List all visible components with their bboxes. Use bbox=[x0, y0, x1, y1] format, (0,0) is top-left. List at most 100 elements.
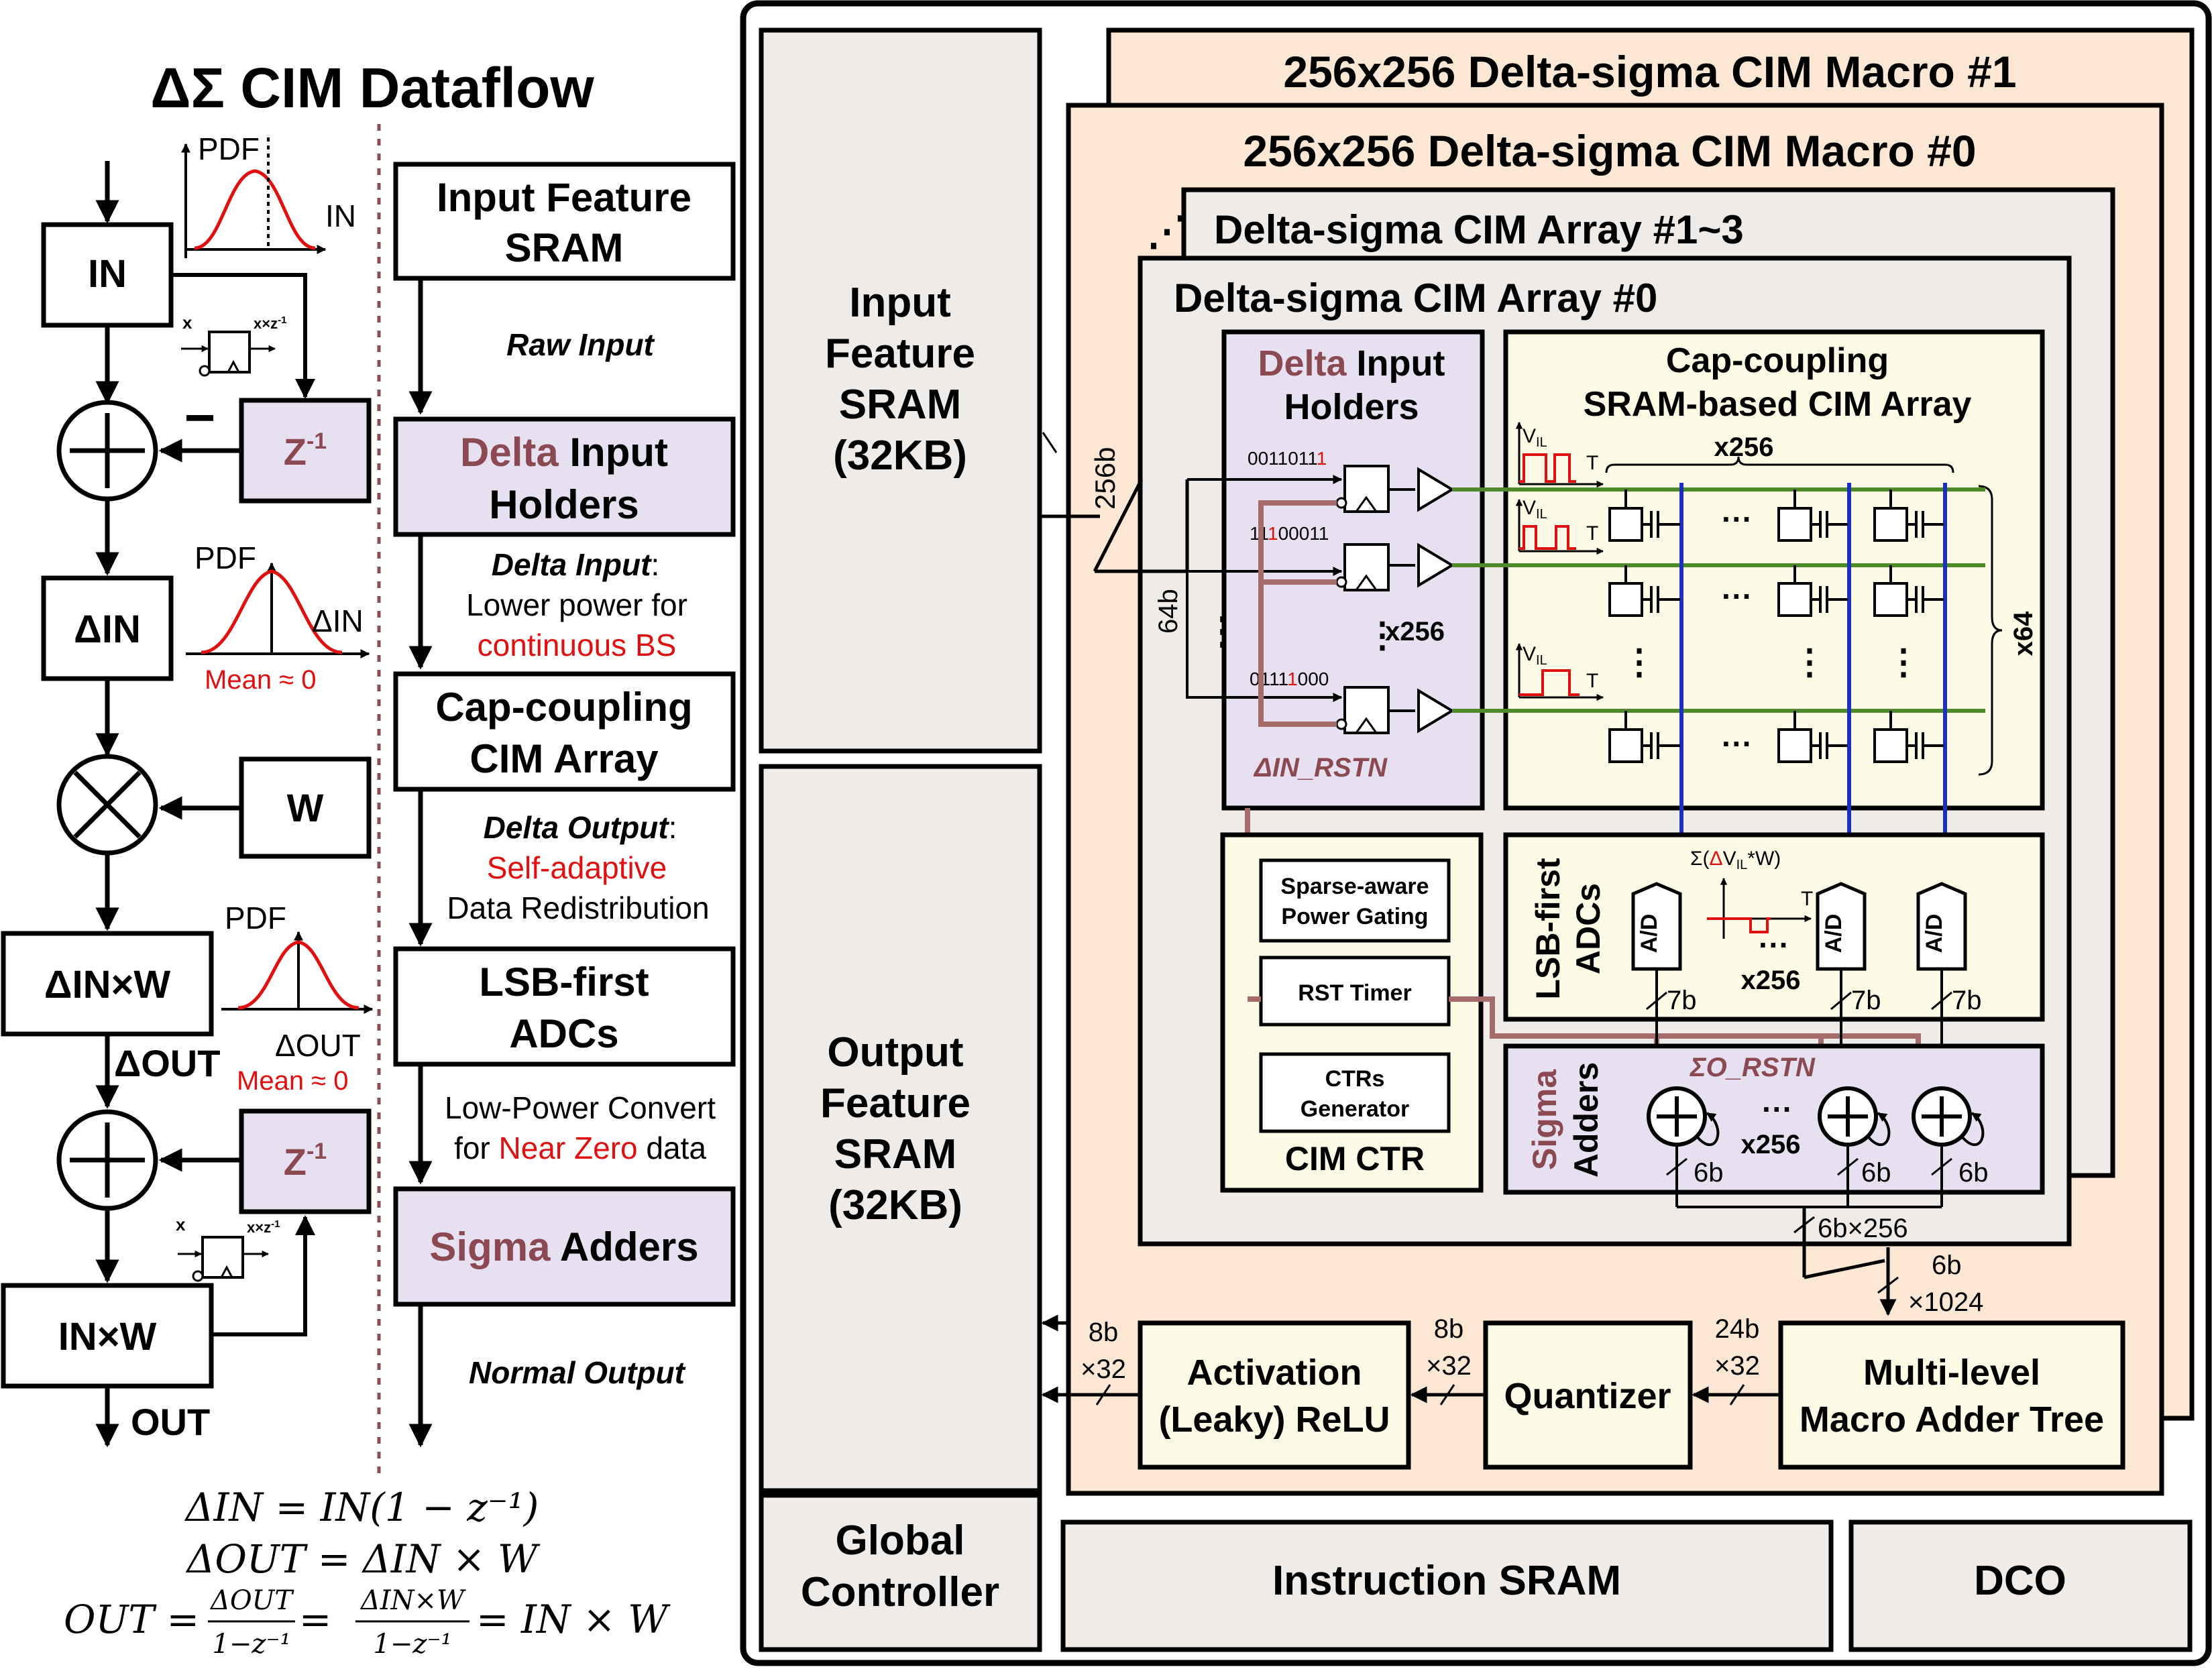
xz-label-bottom: x×z-1 bbox=[247, 1218, 280, 1236]
bus-64b-label: 64b bbox=[1154, 589, 1183, 634]
dataflow-title: ΔΣ CIM Dataflow bbox=[150, 56, 594, 119]
bus-6bx256: 6b×256 bbox=[1818, 1214, 1908, 1243]
ctrs-generator-block bbox=[1259, 1052, 1451, 1133]
pipe-ifs-line1: Input Feature bbox=[437, 175, 692, 220]
bit-pattern-row3: 01111000 bbox=[1250, 669, 1329, 689]
chip-dih-line2: Holders bbox=[1284, 387, 1419, 427]
sparse-line1: Sparse-aware bbox=[1280, 874, 1429, 899]
delta-in-axis-label: ΔIN bbox=[312, 603, 364, 638]
dataflow-panel: ΔΣ CIM Dataflow IN x x×z-1 Z-1 − PDF bbox=[1, 56, 671, 1660]
delta-out-axis-label: ΔOUT bbox=[275, 1028, 361, 1063]
pipe-ifs-line2: SRAM bbox=[505, 225, 624, 270]
adc2-7b: 7b bbox=[1851, 986, 1881, 1015]
mean-zero-label-2: Mean ≈ 0 bbox=[237, 1066, 348, 1096]
pipe-dih-line1: Delta Input bbox=[460, 430, 668, 475]
pipe-dih-line2: Holders bbox=[489, 482, 639, 527]
svg-text:ΔIN×W: ΔIN×W bbox=[360, 1585, 466, 1616]
pipe-lsb-line1: LSB-first bbox=[479, 960, 649, 1004]
svg-text:ΔOUT: ΔOUT bbox=[209, 1585, 294, 1616]
t-label-3: T bbox=[1586, 670, 1598, 692]
activation-line1: Activation bbox=[1186, 1353, 1362, 1393]
bus-24bx32-2: ×32 bbox=[1714, 1351, 1760, 1381]
array-row-x64: x64 bbox=[2009, 611, 2038, 656]
pdf-label-1: PDF bbox=[198, 131, 260, 166]
svg-text:1−z⁻¹: 1−z⁻¹ bbox=[212, 1629, 290, 1660]
delta-input-label: Delta Input: bbox=[492, 547, 659, 582]
equation-1: ΔIN = IN(1 − z⁻¹) bbox=[184, 1485, 539, 1530]
delay-ff-bottom bbox=[201, 1236, 244, 1279]
pipe-sigma-adders bbox=[393, 1186, 736, 1307]
activation-block bbox=[1138, 1320, 1411, 1470]
array-stack-dots: ⋰ bbox=[1147, 209, 1187, 253]
z-inverse-label-bottom: Z-1 bbox=[284, 1139, 327, 1183]
delta-output-label: Delta Output: bbox=[484, 810, 677, 845]
quantizer-label: Quantizer bbox=[1504, 1376, 1671, 1416]
bit-pattern-row1: 00110111 bbox=[1248, 448, 1327, 469]
ctrs-line2: Generator bbox=[1301, 1096, 1410, 1122]
sum-label: Σ(ΔVIL*W) bbox=[1690, 848, 1781, 872]
xz-label-top: x×z-1 bbox=[254, 314, 286, 332]
holders-vdots: ⋮ bbox=[1365, 616, 1400, 655]
w-box-label: W bbox=[287, 787, 324, 830]
low-power-convert-label: Low-Power Convert bbox=[445, 1090, 716, 1125]
svg-text:= IN × W: = IN × W bbox=[476, 1597, 671, 1642]
delta-in-box-label: ΔIN bbox=[74, 608, 141, 651]
vil-label-1: VIL bbox=[1523, 425, 1547, 450]
vil-waveform-1: VIL T bbox=[1515, 421, 1604, 488]
pdf-delta-in-plot: PDF ΔIN Mean ≈ 0 bbox=[186, 540, 370, 695]
z-inverse-label-top: Z-1 bbox=[284, 428, 327, 473]
delta-out-label: ΔOUT bbox=[114, 1042, 220, 1084]
sigma-adder-3 bbox=[1912, 1086, 1985, 1147]
cells-ellipsis-3: ··· bbox=[1722, 726, 1753, 761]
array-1-3-title: Delta-sigma CIM Array #1~3 bbox=[1214, 207, 1744, 252]
mean-zero-label-1: Mean ≈ 0 bbox=[205, 665, 316, 695]
bus-8bx32-a-2: ×32 bbox=[1081, 1355, 1126, 1384]
lower-power-label: Lower power for bbox=[466, 587, 687, 622]
data-redistribution-label: Data Redistribution bbox=[447, 890, 709, 925]
chip-cap-line1: Cap-coupling bbox=[1666, 341, 1889, 380]
instruction-sram-label: Instruction SRAM bbox=[1272, 1558, 1621, 1604]
bitcell-grid bbox=[1608, 490, 1944, 763]
in-times-w-label: IN×W bbox=[58, 1315, 157, 1359]
bus-8bx32-a-1: 8b bbox=[1089, 1318, 1119, 1347]
pipe-lsb-first-adcs bbox=[393, 946, 736, 1067]
chip-sigma-adders bbox=[1503, 1043, 2045, 1195]
rst-timer-block bbox=[1259, 956, 1451, 1027]
adc3-7b: 7b bbox=[1952, 986, 1982, 1015]
adc-1: A/D bbox=[1631, 882, 1682, 971]
vil-waveform-2: VIL T bbox=[1515, 497, 1604, 555]
chip-cap-coupling-array bbox=[1503, 329, 2045, 811]
ifs-word-3: SRAM bbox=[839, 382, 962, 428]
adc1-7b: 7b bbox=[1667, 986, 1697, 1015]
delta-in-rstn-label: ΔIN_RSTN bbox=[1253, 753, 1388, 783]
gc-line2: Controller bbox=[801, 1569, 999, 1615]
svg-text:A/D: A/D bbox=[1821, 914, 1846, 954]
dco-label: DCO bbox=[1974, 1558, 2066, 1604]
ifs-word-4: (32KB) bbox=[833, 433, 967, 479]
ifs-word-1: Input bbox=[849, 280, 951, 326]
holder-row-2 bbox=[1335, 542, 1455, 591]
rst-timer-label: RST Timer bbox=[1298, 980, 1411, 1006]
holder-row-1 bbox=[1335, 465, 1455, 513]
chip-lsb-line1: LSB-first bbox=[1529, 858, 1567, 999]
activation-line2: (Leaky) ReLU bbox=[1158, 1399, 1390, 1440]
in-times-w-box bbox=[1, 1283, 214, 1389]
normal-output-label: Normal Output bbox=[469, 1355, 686, 1390]
delta-in-times-w-label: ΔIN×W bbox=[44, 963, 171, 1006]
delay-ff-top bbox=[208, 331, 251, 373]
output-feature-sram-block bbox=[759, 764, 1042, 1493]
holders-vdots-left: ⋮ bbox=[1204, 610, 1241, 652]
svg-text:OUT =: OUT = bbox=[64, 1597, 199, 1642]
delta-in-times-w-box bbox=[1, 931, 214, 1037]
macro-0-title: 256x256 Delta-sigma CIM Macro #0 bbox=[1243, 126, 1976, 176]
pipe-input-feature-sram bbox=[393, 162, 736, 281]
pipe-cap-line2: CIM Array bbox=[469, 736, 659, 781]
macro-1-title: 256x256 Delta-sigma CIM Macro #1 bbox=[1283, 47, 2016, 97]
continuous-bs-label: continuous BS bbox=[478, 628, 677, 663]
bus-8bx32-b-2: ×32 bbox=[1426, 1351, 1472, 1381]
adc-2: A/D bbox=[1816, 882, 1867, 971]
sigma2-6b: 6b bbox=[1861, 1158, 1891, 1188]
cells-vdots-2: ⋮ bbox=[1792, 643, 1827, 682]
bus-6bx1024-1: 6b bbox=[1932, 1251, 1962, 1280]
